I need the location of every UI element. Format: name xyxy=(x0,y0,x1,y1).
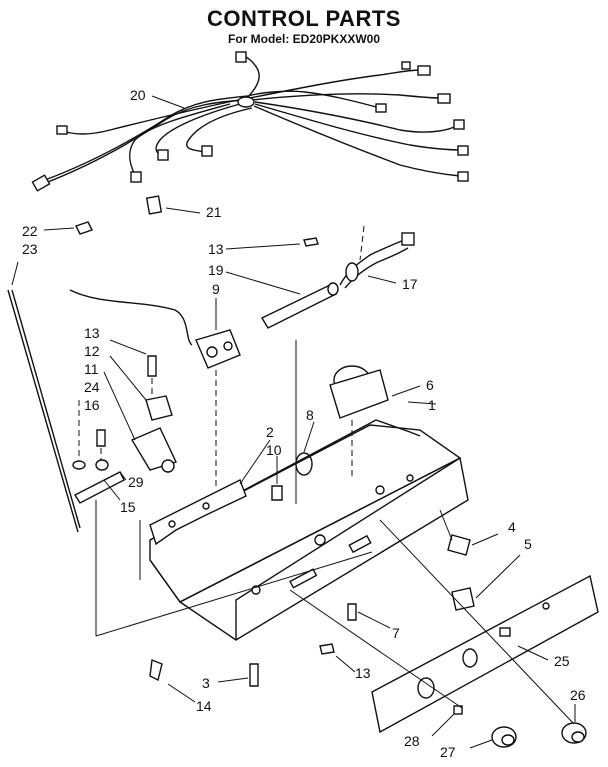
label-26: 26 xyxy=(570,687,586,703)
part-9-thermostat xyxy=(69,289,241,490)
part-27-knob xyxy=(469,726,517,749)
model-subtitle: For Model: ED20PKXXW00 xyxy=(227,32,381,46)
part-25-control-panel xyxy=(371,574,599,734)
label-7: 7 xyxy=(392,625,400,641)
part-4-lamp-socket xyxy=(447,533,499,556)
wire-harness xyxy=(31,51,469,192)
label-16: 16 xyxy=(84,397,100,413)
callout-labels: 20 21 22 23 13 19 17 9 13 12 11 24 16 6 … xyxy=(22,87,586,760)
label-12: 12 xyxy=(84,343,100,359)
label-1: 1 xyxy=(428,397,436,413)
label-2: 2 xyxy=(266,424,274,440)
label-29: 29 xyxy=(128,474,144,490)
part-22-bracket xyxy=(43,221,93,235)
part-3-screw xyxy=(217,663,259,687)
part-14-clip xyxy=(149,659,196,703)
part-21-clip xyxy=(145,195,201,215)
label-13-bottom: 13 xyxy=(355,665,371,681)
label-9: 9 xyxy=(212,281,220,297)
label-3: 3 xyxy=(202,675,210,691)
label-14: 14 xyxy=(196,698,212,714)
label-27: 27 xyxy=(440,744,456,760)
label-19: 19 xyxy=(208,262,224,278)
part-11-lever xyxy=(103,371,177,473)
part-2-bracket xyxy=(149,439,271,546)
label-4: 4 xyxy=(508,519,516,535)
part-29-link xyxy=(119,471,127,481)
part-6-damper-motor xyxy=(329,365,421,480)
part-1-control-housing xyxy=(149,401,469,641)
part-19-sensor xyxy=(225,271,339,329)
diagram-title: CONTROL PARTS xyxy=(207,6,401,31)
label-25: 25 xyxy=(554,653,570,669)
label-15: 15 xyxy=(120,499,136,515)
part-24-washer xyxy=(72,400,86,470)
label-10: 10 xyxy=(266,442,282,458)
part-17-sensor-wire xyxy=(339,225,415,289)
label-22: 22 xyxy=(22,223,38,239)
part-10-screw xyxy=(271,456,283,501)
part-5-switch xyxy=(451,554,521,611)
label-5: 5 xyxy=(524,536,532,552)
label-6: 6 xyxy=(426,377,434,393)
label-28: 28 xyxy=(404,733,420,749)
part-8-knob xyxy=(295,421,315,476)
part-26-knob xyxy=(561,704,587,744)
label-23: 23 xyxy=(22,241,38,257)
label-21: 21 xyxy=(206,204,222,220)
part-28-clip xyxy=(431,705,463,737)
part-13-screw-top xyxy=(225,237,319,250)
label-8: 8 xyxy=(306,407,314,423)
label-20: 20 xyxy=(130,87,146,103)
label-17: 17 xyxy=(402,276,418,292)
assembly-lines xyxy=(95,340,575,725)
part-23-rod xyxy=(7,261,81,533)
part-13-screw-bottom xyxy=(319,643,356,673)
label-13-top: 13 xyxy=(208,241,224,257)
part-12-bracket xyxy=(109,355,173,421)
part-13-screw-left xyxy=(109,339,157,400)
part-16-screw xyxy=(96,429,106,462)
part-7-screw xyxy=(347,603,391,629)
label-11: 11 xyxy=(84,361,99,377)
label-13-left: 13 xyxy=(84,325,100,341)
part-15-arm xyxy=(74,459,125,504)
label-24: 24 xyxy=(84,379,100,395)
